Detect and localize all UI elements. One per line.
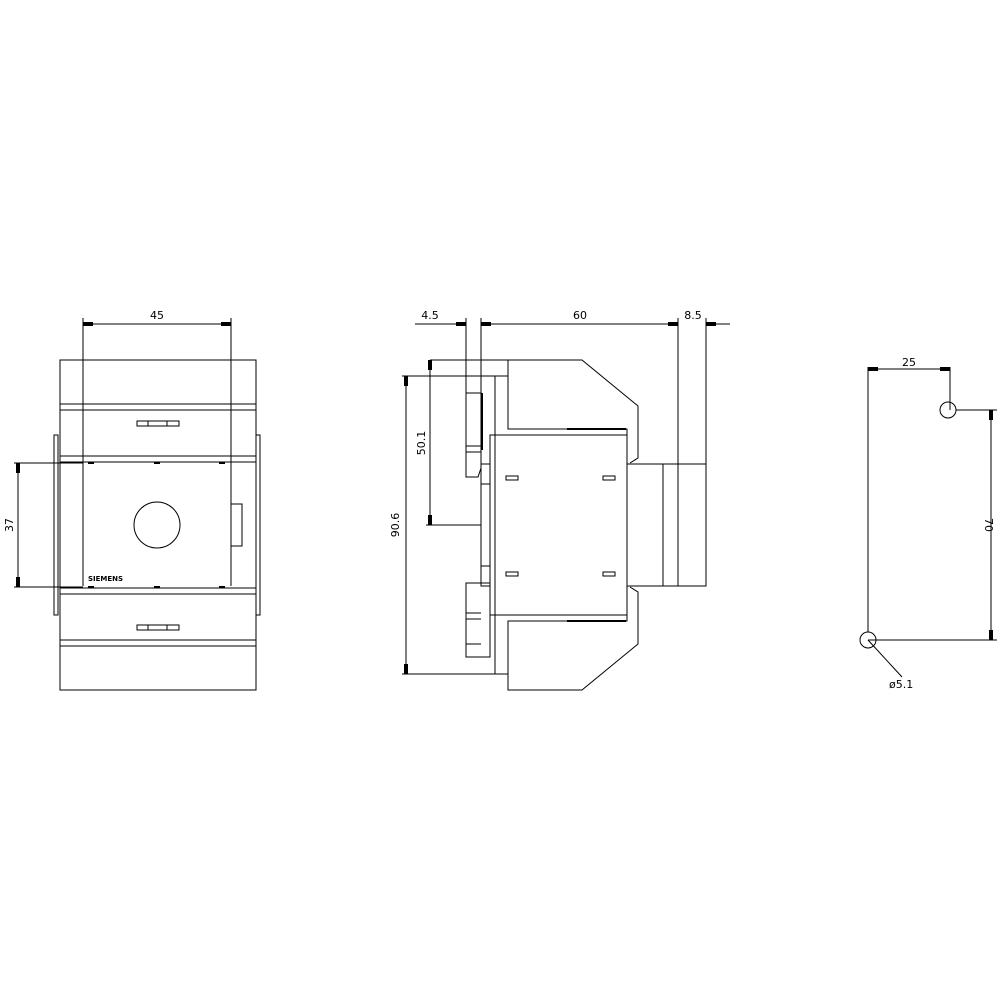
svg-text:37: 37 <box>3 518 16 532</box>
dimension-depth: 4.5 60 8.5 <box>415 309 730 477</box>
side-view: 4.5 60 8.5 90.6 50.1 <box>389 309 730 691</box>
svg-text:90.6: 90.6 <box>389 513 402 538</box>
dimension-hole-y: 70 <box>982 410 995 640</box>
dim-right-label: 8.5 <box>684 309 702 322</box>
svg-text:45: 45 <box>150 309 164 322</box>
right-rail <box>255 434 261 616</box>
dimension-width: 45 <box>83 309 231 326</box>
svg-text:25: 25 <box>902 356 916 369</box>
dim-depth-label: 60 <box>573 309 587 322</box>
slot-bottom <box>136 624 180 631</box>
mounting-hole-top <box>939 401 957 419</box>
knob-circle <box>133 501 181 549</box>
dimension-height: 37 <box>3 462 83 588</box>
siemens-logo: SIEMENS <box>88 575 123 583</box>
svg-text:70: 70 <box>982 518 995 532</box>
svg-text:50.1: 50.1 <box>415 431 428 456</box>
dimension-total-height: 90.6 <box>389 376 408 674</box>
main-body <box>489 434 628 616</box>
front-view: SIEMENS 45 37 <box>3 309 261 691</box>
slot-top <box>136 420 180 427</box>
dimension-hole-diameter: ø5.1 <box>867 639 913 691</box>
svg-text:ø5.1: ø5.1 <box>889 678 913 691</box>
mounting-view: 25 70 ø5.1 <box>859 356 997 691</box>
dim-left-label: 4.5 <box>421 309 439 322</box>
dimension-rail: 50.1 <box>415 360 432 525</box>
dimension-hole-x: 25 <box>868 356 950 371</box>
left-rail <box>53 434 59 616</box>
